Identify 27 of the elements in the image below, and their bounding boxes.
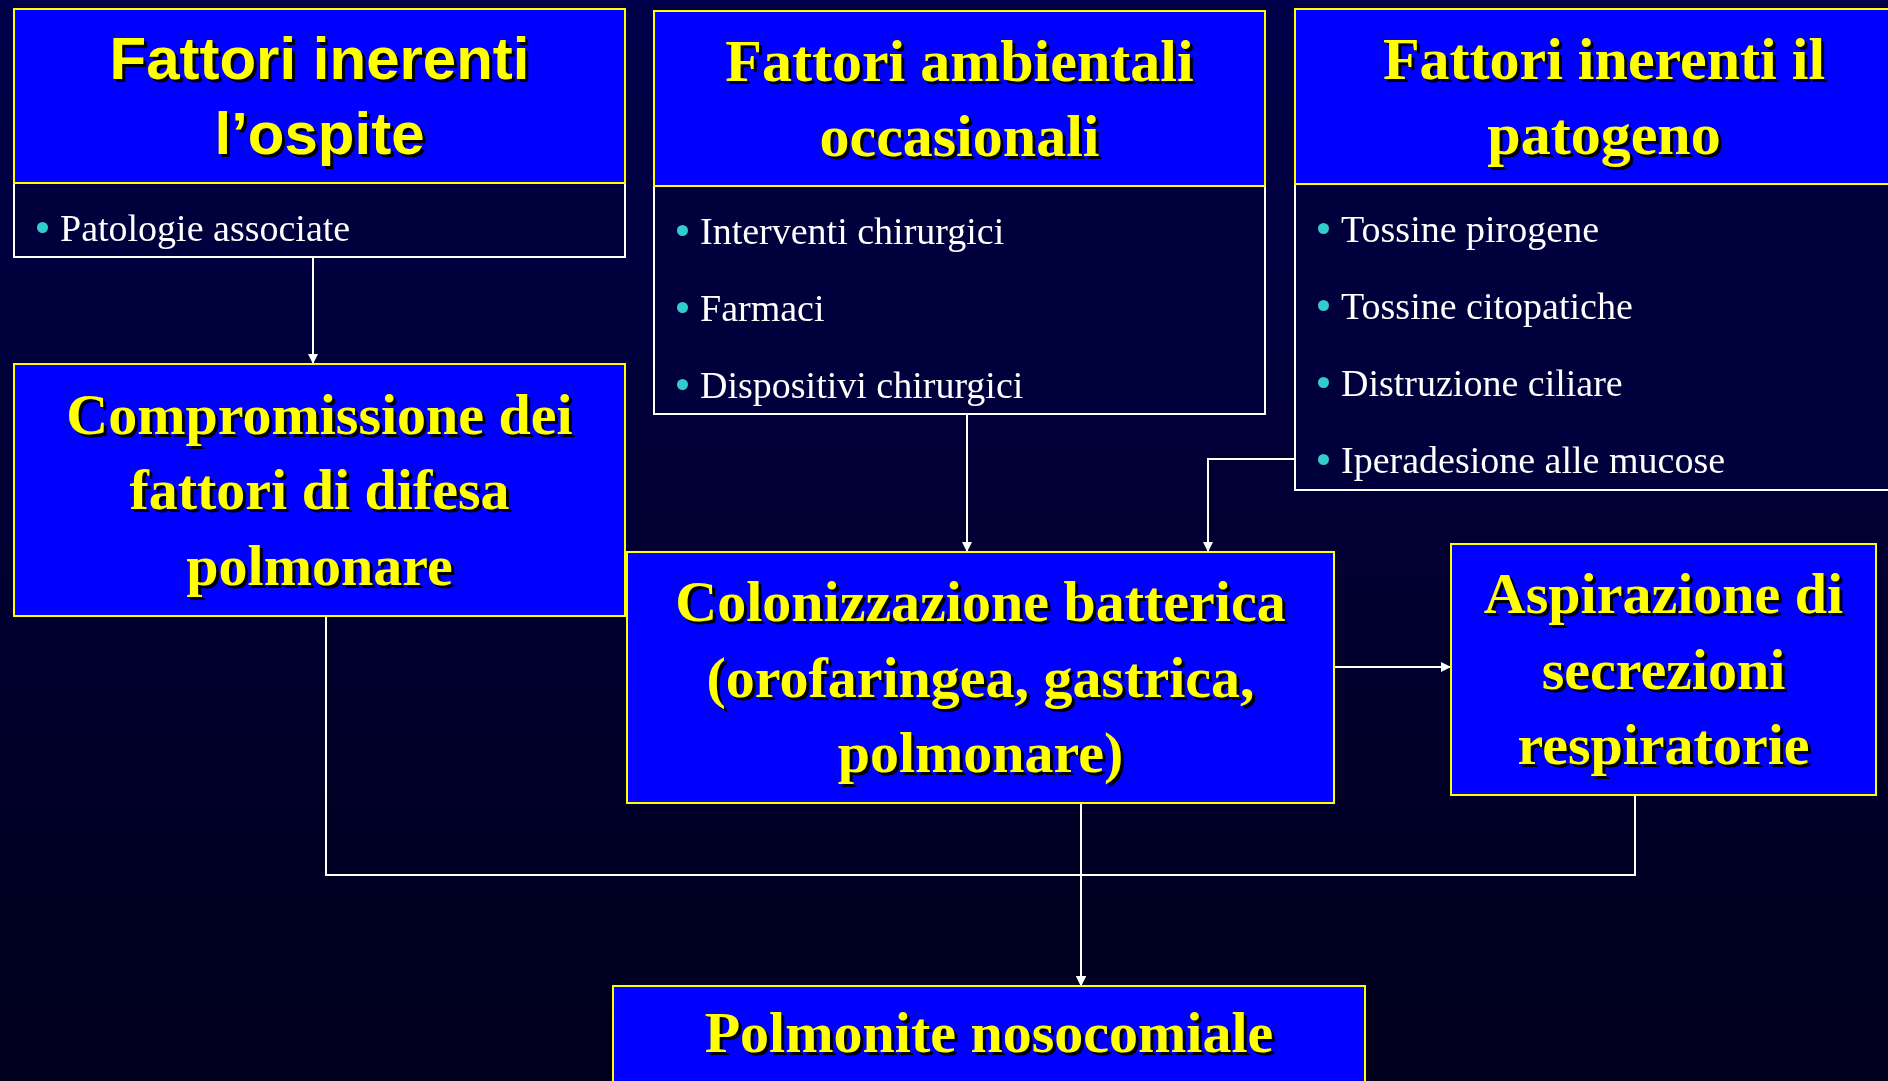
process-box [13,363,626,617]
bullet-text: Patologie associate [60,205,351,251]
box-text: Compromissione dei fattori di difesa polmonare [65,380,574,600]
bullet-text: Distruzione ciliare [1341,360,1623,406]
factor-box [653,10,1266,415]
arrow [1334,662,1451,672]
box-text: Polmonite nosocomiale [704,999,1274,1067]
bullet-text: Farmaci [700,285,825,331]
bullet-text: Iperadesione alle mucose [1341,437,1726,483]
process-box [1450,543,1877,796]
process-box [626,551,1335,804]
factor-box [1294,8,1888,491]
bullet-text: Interventi chirurgici [700,208,1005,254]
bullet-text: Tossine citopatiche [1341,283,1633,329]
heading-text: Fattori inerenti il patogeno [1381,24,1827,169]
bullet-text: Dispositivi chirurgici [700,362,1024,408]
bullet-text: Tossine pirogene [1341,206,1599,252]
arrow [962,414,972,552]
box-text: Aspirazione di secrezioni respiratorie [1482,560,1845,780]
box-text: Colonizzazione batterica (orofaringea, gastrica, polmonare) [674,568,1287,788]
arrow [308,257,318,364]
arrow [1076,795,1636,986]
heading-text: Fattori inerenti l’ospite [108,24,531,169]
heading-text: Fattori ambientali occasionali [724,26,1195,171]
factor-box [13,8,626,258]
arrow [1203,458,1295,552]
process-box [612,985,1366,1081]
